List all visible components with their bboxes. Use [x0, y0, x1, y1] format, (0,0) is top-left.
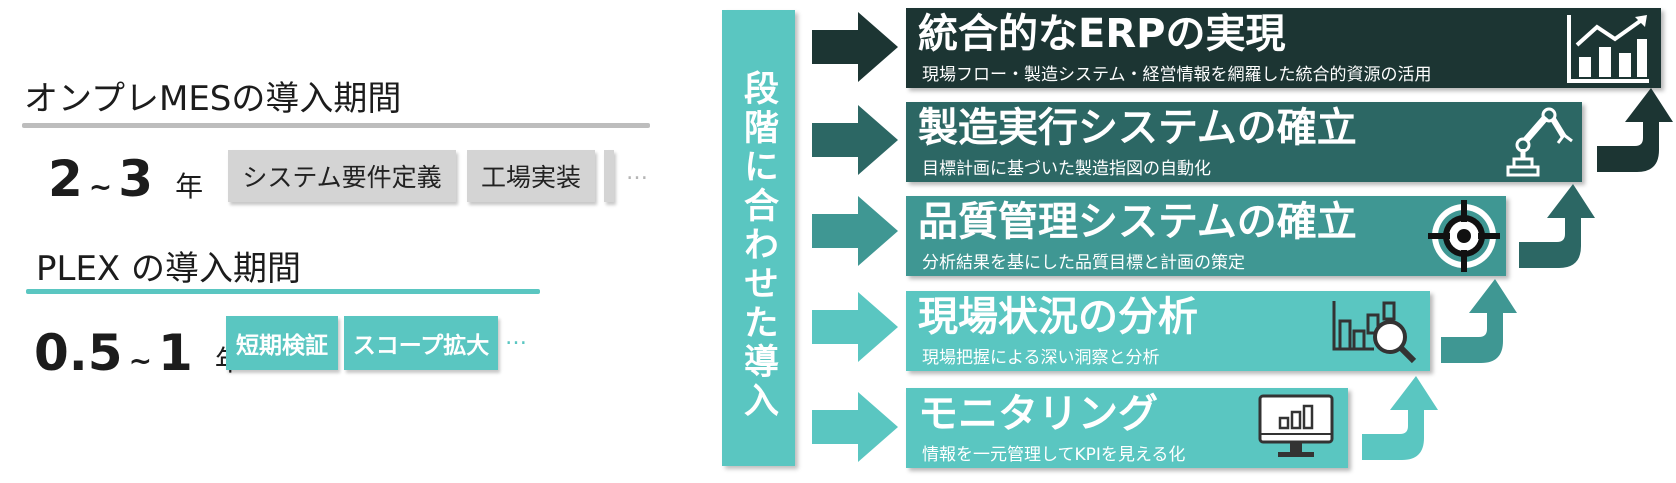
- step-3-title: 品質管理システムの確立: [918, 199, 1357, 245]
- step-arrow-1: [812, 12, 898, 82]
- plex-max: 1: [158, 324, 193, 382]
- step-4-title: 現場状況の分析: [918, 294, 1198, 340]
- onprem-phase-requirements: システム要件定義: [228, 150, 456, 202]
- staged-deployment-banner: 段階に合わせた導入: [722, 10, 795, 466]
- step-arrow-5: [812, 392, 898, 462]
- step-2-title: 製造実行システムの確立: [918, 105, 1357, 151]
- step-mes-establishment: 製造実行システムの確立 目標計画に基づいた製造指図の自動化: [906, 102, 1582, 182]
- step-arrow-3: [812, 196, 898, 266]
- plex-title: PLEX の導入期間: [36, 249, 302, 289]
- growth-chart-icon: [1567, 15, 1649, 83]
- step-integrated-erp: 統合的なERPの実現 現場フロー・製造システム・経営情報を網羅した統合的資源の活…: [906, 8, 1661, 88]
- step-monitoring: モニタリング 情報を一元管理してKPIを見える化: [906, 388, 1348, 468]
- chart-magnifier-icon: [1332, 301, 1417, 364]
- step-4-subtitle: 現場把握による深い洞察と分析: [922, 348, 1160, 368]
- turn-arrow-3: [1441, 279, 1517, 363]
- plex-phase-scope-expansion: スコープ拡大: [344, 316, 498, 370]
- step-3-subtitle: 分析結果を基にした品質目標と計画の策定: [922, 253, 1245, 273]
- onprem-title: オンプレMESの導入期間: [24, 79, 402, 119]
- step-1-subtitle: 現場フロー・製造システム・経営情報を網羅した統合的資源の活用: [922, 65, 1432, 85]
- step-site-analysis: 現場状況の分析 現場把握による深い洞察と分析: [906, 291, 1430, 371]
- step-arrow-4: [812, 292, 898, 362]
- turn-arrow-2: [1519, 184, 1595, 268]
- plex-phase-verification: 短期検証: [226, 316, 338, 370]
- onprem-underline: [22, 123, 650, 128]
- step-5-title: モニタリング: [918, 391, 1158, 437]
- plex-tilde: ~: [128, 344, 153, 377]
- plex-min: 0.5: [34, 324, 123, 382]
- plex-duration: 0.5 ~ 1 年: [34, 324, 243, 382]
- plex-underline: [26, 289, 540, 294]
- onprem-max: 3: [118, 150, 154, 208]
- step-5-subtitle: 情報を一元管理してKPIを見える化: [922, 445, 1186, 465]
- step-qms-establishment: 品質管理システムの確立 分析結果を基にした品質目標と計画の策定: [906, 196, 1506, 276]
- onprem-phase-continued: [604, 150, 614, 202]
- step-1-title: 統合的なERPの実現: [918, 11, 1286, 57]
- plex-more: …: [505, 325, 529, 350]
- staged-deployment-label: 段階に合わせた導入: [738, 70, 778, 421]
- turn-arrow-4: [1362, 376, 1438, 460]
- onprem-unit: 年: [175, 170, 204, 203]
- onprem-tilde: ~: [88, 170, 113, 203]
- step-arrow-2: [812, 105, 898, 175]
- target-icon: [1428, 200, 1500, 272]
- onprem-min: 2: [48, 150, 83, 208]
- onprem-duration: 2 ~ 3 年: [48, 150, 203, 208]
- onprem-phase-implementation: 工場実装: [467, 150, 595, 202]
- onprem-more: …: [626, 160, 650, 185]
- robot-arm-icon: [1506, 107, 1573, 177]
- step-2-subtitle: 目標計画に基づいた製造指図の自動化: [922, 159, 1211, 179]
- turn-arrow-1: [1597, 88, 1673, 172]
- monitor-icon: [1258, 394, 1334, 457]
